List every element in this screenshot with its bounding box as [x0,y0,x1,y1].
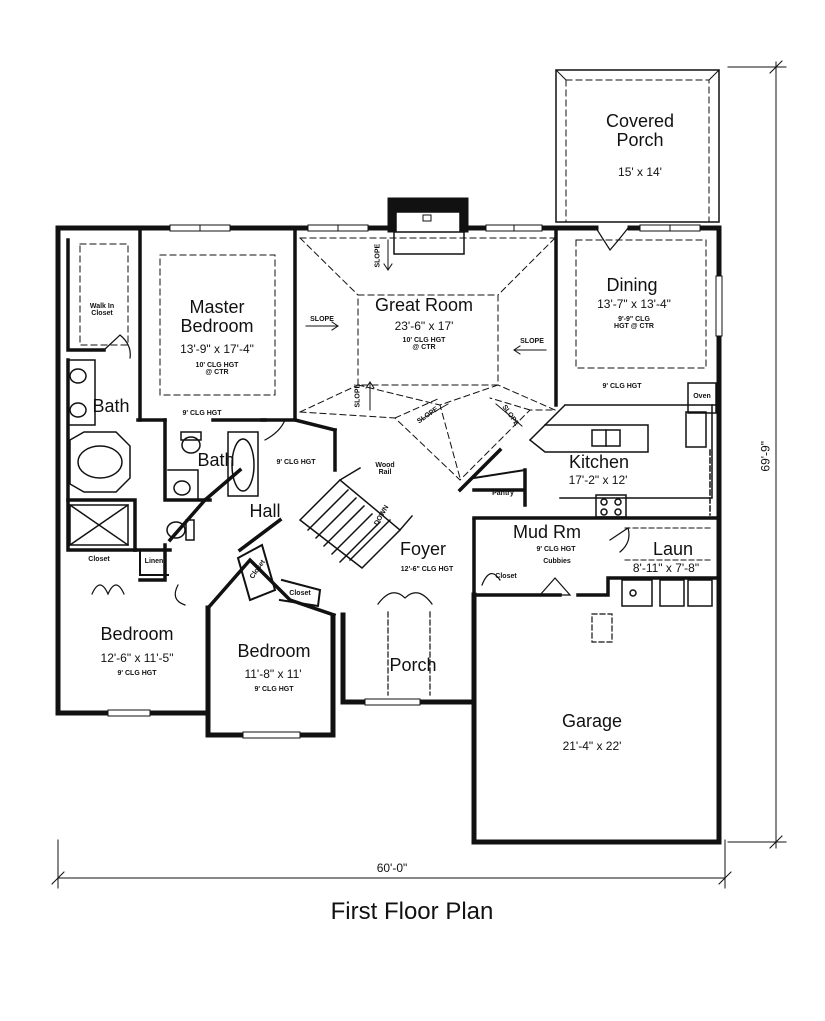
walk-in-closet-name-1: Walk In [89,303,115,310]
width-dimension: 60'-0" [376,861,408,875]
dimension-lines [51,60,787,889]
master-bath-label: Bath [92,396,130,416]
bedroom-2-label: Bedroom [237,641,311,661]
bedroom-2-ceiling: 9' CLG HGT [254,686,294,693]
bath-fixtures [68,359,259,547]
walk-in-closet-name-2: Closet [91,310,113,318]
bedroom-1-size: 12'-6" x 11'-5" [100,651,174,665]
slope-label-east: SLOPE [520,338,544,345]
master-bedroom-ceiling-flat: 9' CLG HGT [182,410,222,417]
fireplace [387,197,469,255]
dining-size: 13'-7" x 13'-4" [597,297,671,311]
dining-label: Dining [606,275,658,295]
covered-porch-name-2: Porch [616,129,664,150]
master-bedroom-ceiling-2: @ CTR [205,369,229,377]
great-room-ceiling-1: 10' CLG HGT [402,337,446,344]
wood-rail-2: Rail [378,469,392,477]
foyer-ceiling: 12'-6" CLG HGT [400,566,454,573]
laundry-label: Laun [652,539,694,559]
cubbies-label: Cubbies [543,558,571,565]
great-room-ceiling-2: @ CTR [412,344,436,352]
bedroom-2-closet-b-label: Closet [289,590,311,597]
covered-porch-label: Covered Porch [606,112,674,150]
staircase [298,466,414,569]
ceiling-outlines [79,237,707,481]
porch-label: Porch [389,655,437,675]
master-bedroom-name-2: Bedroom [180,315,254,336]
slope-arrows [305,239,547,427]
master-bedroom-name-1: Master [189,297,245,317]
garage-label: Garage [561,711,623,731]
foyer-label: Foyer [399,539,447,559]
walk-in-closet-label: Walk In Closet [90,303,114,318]
covered-porch-name-1: Covered [605,111,675,131]
mud-room-ceiling: 9' CLG HGT [536,546,576,553]
great-room-ceiling: 10' CLG HGT @ CTR [403,337,446,352]
kitchen-ceiling: 9' CLG HGT [602,383,642,390]
garage-details [387,611,613,696]
master-bedroom-ceiling: 10' CLG HGT @ CTR [196,362,239,377]
laundry-size: 8'-11" x 7'-8" [632,561,700,575]
great-room-size: 23'-6" x 17' [394,319,454,333]
wood-rail-label: Wood Rail [375,462,394,477]
master-bedroom-ceiling-1: 10' CLG HGT [195,362,239,369]
covered-porch-outline [555,69,720,223]
covered-porch-size: 15' x 14' [618,165,662,179]
hall-label: Hall [249,501,281,521]
kitchen-label: Kitchen [568,452,630,472]
interior-walls [66,228,721,618]
laundry-fixtures [621,527,713,607]
dining-ceiling-2: HGT @ CTR [614,323,654,331]
kitchen-cabinets [528,382,717,518]
great-room-label: Great Room [374,295,474,315]
pantry-label: Pantry [492,490,514,497]
oven-label: Oven [693,393,711,400]
bedroom-1-closet-label: Closet [88,556,110,563]
linen-label: Linen [144,558,164,565]
windows-top [107,224,723,739]
wood-rail-1: Wood [375,462,395,469]
bedroom-1-label: Bedroom [100,624,174,644]
depth-dimension: 69'-9" [758,441,773,472]
dining-ceiling-1: 9'-9" CLG [618,316,650,323]
plan-caption: First Floor Plan [330,898,494,925]
hall-bath-label: Bath [197,450,235,470]
master-bedroom-size: 13'-9" x 17'-4" [180,342,254,356]
pantry [472,468,527,480]
master-bedroom-label: Master Bedroom [180,298,253,336]
slope-label-southwest: SLOPE [354,383,362,408]
bedroom-2-size: 11'-8" x 11' [244,667,302,681]
slope-label-west: SLOPE [310,316,334,323]
kitchen-size: 17'-2" x 12' [568,473,628,487]
mud-room-label: Mud Rm [512,522,582,542]
bedroom-1-ceiling: 9' CLG HGT [117,670,157,677]
garage-size: 21'-4" x 22' [562,739,622,753]
dining-ceiling: 9'-9" CLG HGT @ CTR [614,316,654,331]
closets [139,543,322,608]
door-swings [91,227,630,606]
mud-room-closet-label: Closet [495,573,517,580]
slope-label-north: SLOPE [374,243,382,268]
hall-ceiling: 9' CLG HGT [276,459,316,466]
